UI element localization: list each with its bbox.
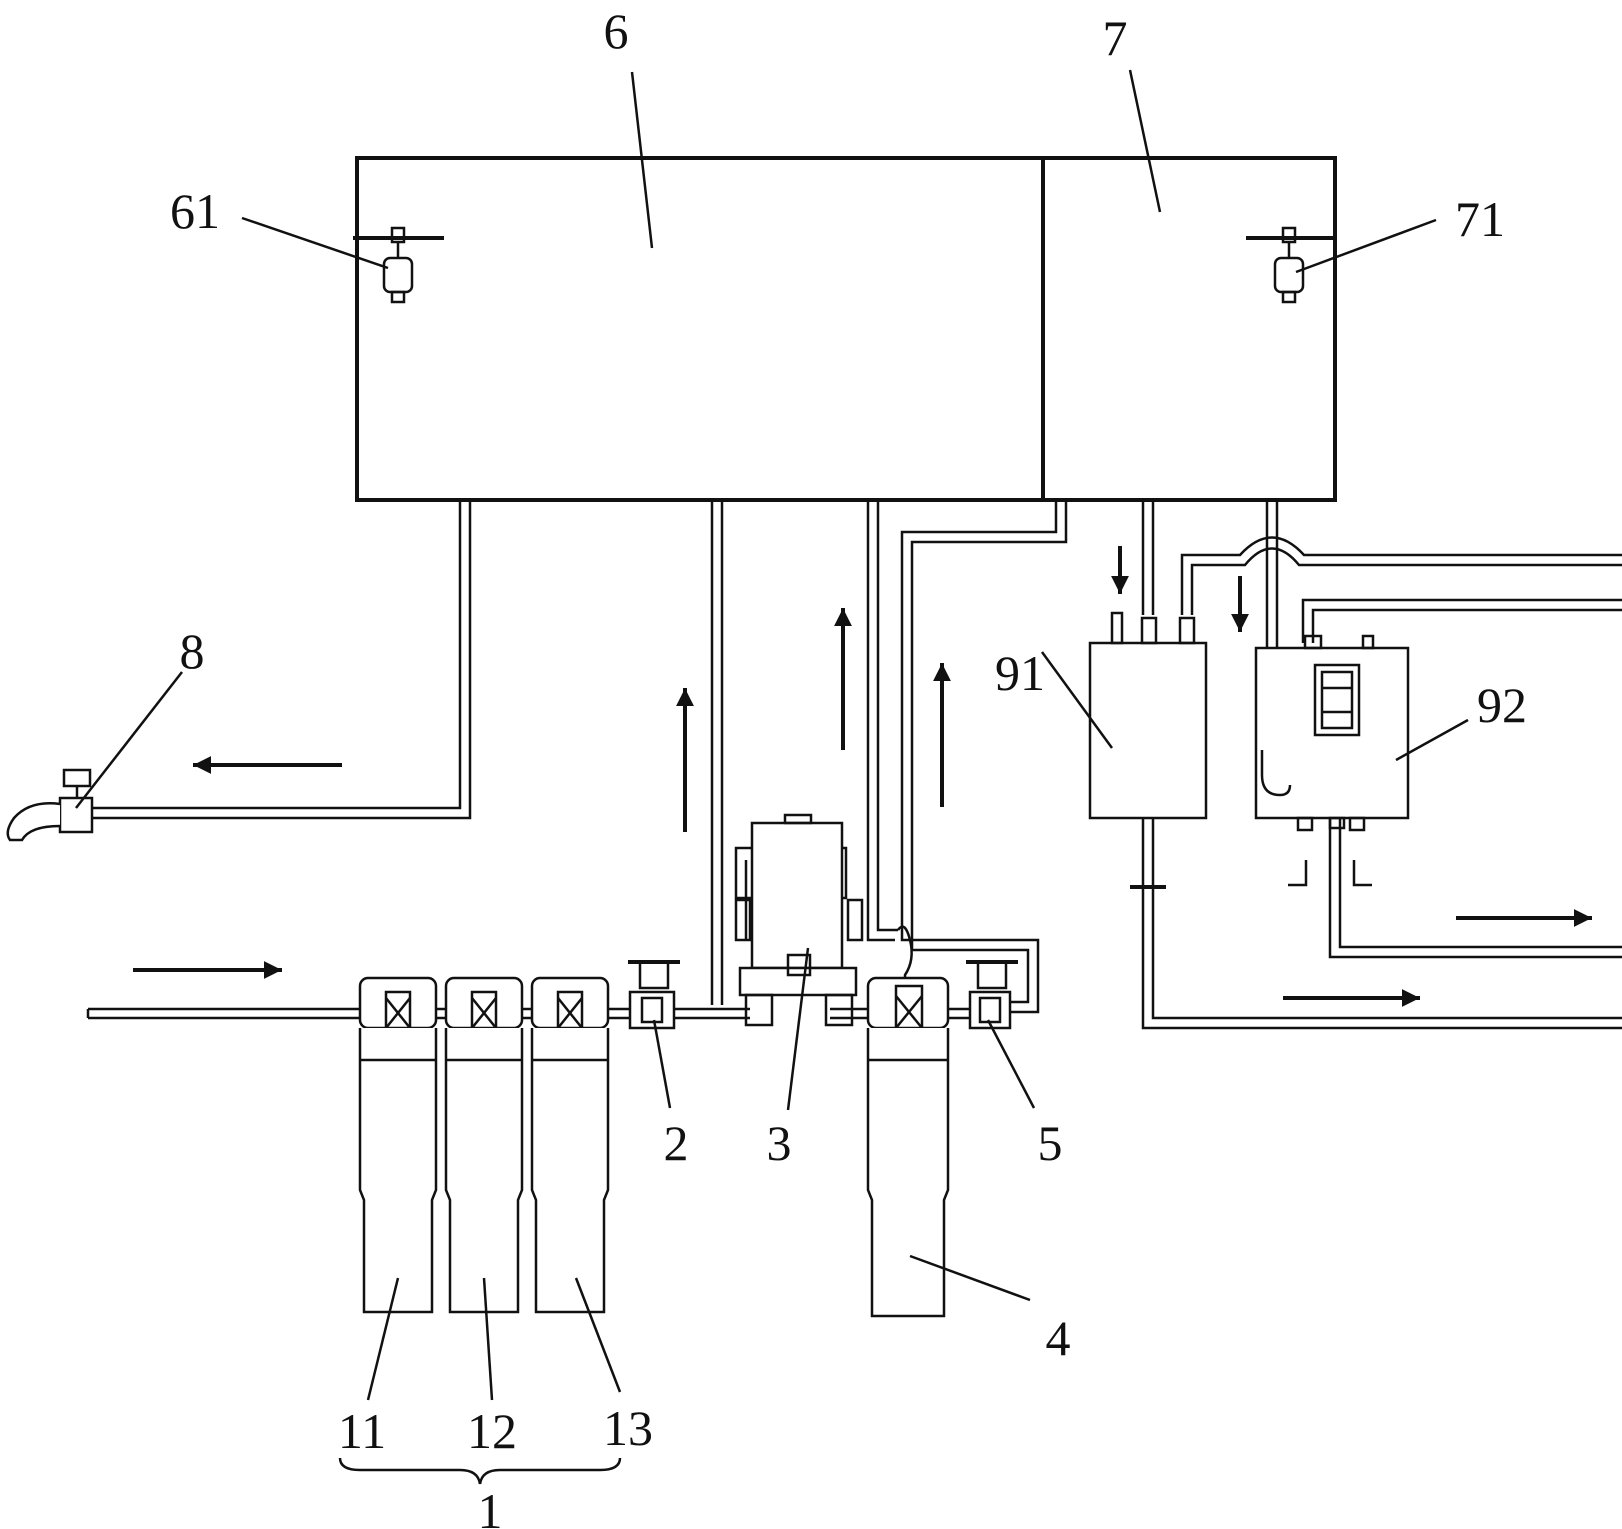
filter-4 (866, 976, 950, 1318)
pump-3 (734, 813, 864, 1027)
faucet-8 (6, 768, 94, 842)
flow-arrows (133, 546, 1592, 1007)
label-91: 91 (995, 645, 1045, 701)
float-valve-71 (1246, 226, 1337, 304)
label-1: 1 (478, 1483, 503, 1529)
unit-91 (1088, 611, 1208, 820)
label-2: 2 (664, 1115, 689, 1171)
float-valve-61 (353, 226, 444, 304)
pipe-unit91-right (1180, 536, 1622, 615)
label-71: 71 (1455, 191, 1505, 247)
filter-12 (444, 976, 524, 1314)
label-4: 4 (1046, 1310, 1071, 1366)
label-12: 12 (467, 1403, 517, 1459)
filter-13 (530, 976, 610, 1314)
label-8: 8 (180, 623, 205, 679)
leader-lines (75, 69, 1469, 1485)
unit-92 (1254, 634, 1410, 832)
valve-5 (966, 960, 1018, 1030)
label-5: 5 (1038, 1115, 1063, 1171)
pipe-to-faucet (92, 500, 472, 820)
label-3: 3 (767, 1115, 792, 1171)
pipe-unit92-bottom (1288, 818, 1622, 959)
tank-7 (1041, 156, 1337, 502)
label-6: 6 (604, 3, 629, 59)
label-92: 92 (1477, 677, 1527, 733)
label-61: 61 (170, 183, 220, 239)
valve-2 (628, 960, 680, 1030)
tank-6 (355, 156, 1045, 502)
label-7: 7 (1103, 10, 1128, 66)
filter-11 (358, 976, 438, 1314)
pipe-filter4-to-tank6 (866, 500, 913, 990)
inlet-pipe (86, 1007, 362, 1020)
label-11: 11 (338, 1403, 386, 1459)
pipe-unit91-bottom (1130, 818, 1622, 1030)
pipe-valve5-to-tank7 (900, 500, 1068, 1014)
pipe-unit92-right (1301, 598, 1622, 643)
pipe-tank7-to-unit91 (1141, 500, 1155, 615)
label-13: 13 (603, 1400, 653, 1456)
labels: 6 7 61 71 8 91 92 2 3 5 4 11 12 13 1 (170, 3, 1527, 1529)
pipe-valve2-to-tank6 (710, 500, 724, 1005)
